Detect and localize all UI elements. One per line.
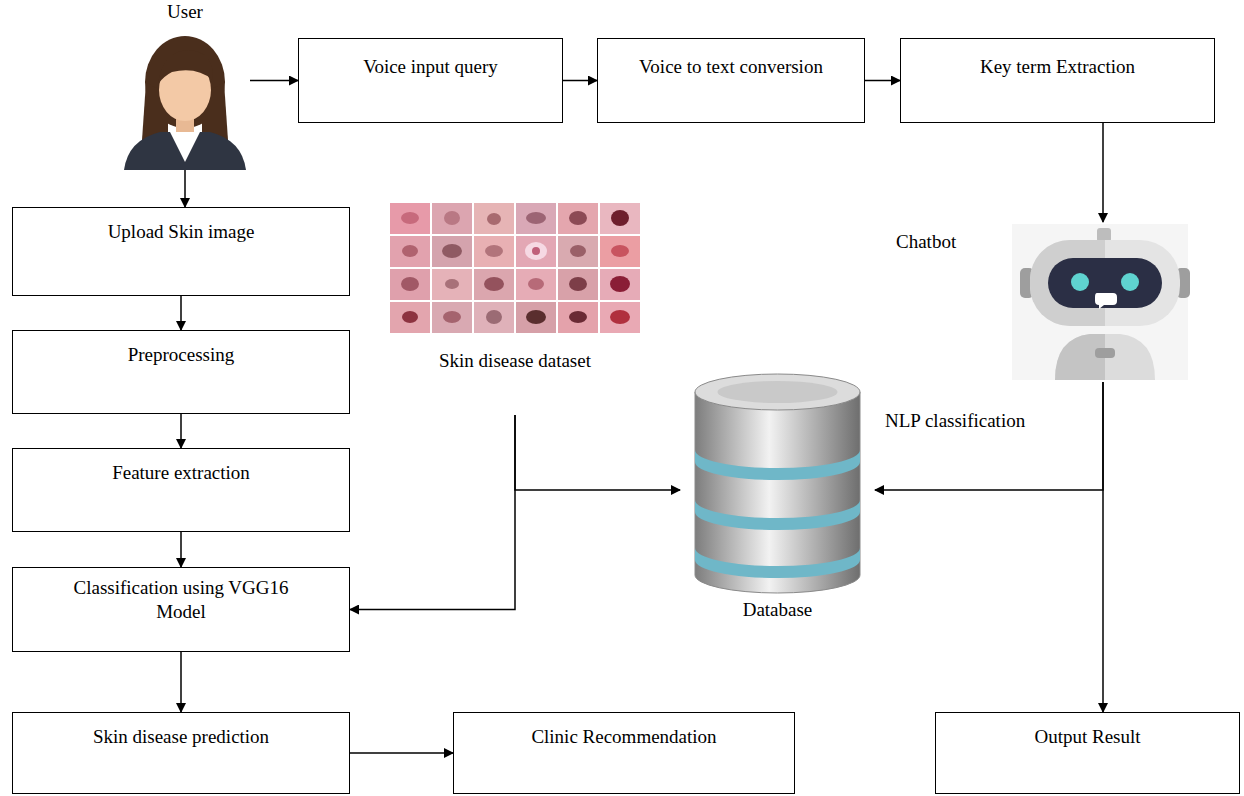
flow-arrow xyxy=(180,414,182,448)
flow-arrow xyxy=(184,170,186,207)
flow-arrow xyxy=(865,80,900,82)
node-text: Voice to text conversion xyxy=(606,55,856,79)
node-text: Key term Extraction xyxy=(909,55,1206,79)
node-text: Classification using VGG16 Model xyxy=(51,576,311,624)
chatbot-robot xyxy=(1012,224,1190,380)
flow-arrow xyxy=(350,752,453,754)
database-cylinder xyxy=(695,374,860,593)
process-box: Classification using VGG16 Model xyxy=(12,567,350,652)
flow-arrow xyxy=(563,80,597,82)
process-box: Preprocessing xyxy=(12,330,350,414)
flow-arrow xyxy=(875,382,1103,490)
flow-arrow xyxy=(180,296,182,330)
node-text: Chatbot xyxy=(896,230,1182,254)
flow-arrow xyxy=(515,415,680,490)
database-node: Database xyxy=(680,382,875,640)
dataset-thumbnails xyxy=(390,203,640,333)
flow-arrow xyxy=(350,415,515,610)
process-box: Skin disease prediction xyxy=(12,712,350,794)
node-text: Clinic Recommendation xyxy=(462,725,786,749)
node-text: User xyxy=(128,0,242,24)
node-text: Preprocessing xyxy=(21,343,341,367)
node-text: Skin disease dataset xyxy=(398,349,632,373)
flow-arrow xyxy=(180,652,182,712)
flow-arrow xyxy=(250,80,298,82)
node-text: Database xyxy=(688,598,867,622)
flow-arrow xyxy=(1102,382,1104,712)
user-figure xyxy=(124,36,246,170)
node-text: Voice input query xyxy=(307,55,554,79)
flow-arrow xyxy=(1102,123,1104,222)
user-actor: User xyxy=(120,0,250,170)
flow-arrow xyxy=(180,532,182,567)
process-box: Voice input query xyxy=(298,38,563,123)
process-box: Feature extraction xyxy=(12,448,350,532)
output-box: Output Result xyxy=(935,712,1240,794)
node-text: Skin disease prediction xyxy=(21,725,341,749)
node-text: Feature extraction xyxy=(21,461,341,485)
node-text: Output Result xyxy=(944,725,1231,749)
process-box: Voice to text conversion xyxy=(597,38,865,123)
annotation-label: NLP classification xyxy=(885,409,1025,433)
process-box: Key term Extraction xyxy=(900,38,1215,123)
node-text: Upload Skin image xyxy=(21,220,341,244)
dataset-node: Skin disease dataset xyxy=(390,203,640,415)
process-box: Clinic Recommendation xyxy=(453,712,795,794)
chatbot-node: Chatbot xyxy=(890,222,1190,382)
process-box: Upload Skin image xyxy=(12,207,350,296)
